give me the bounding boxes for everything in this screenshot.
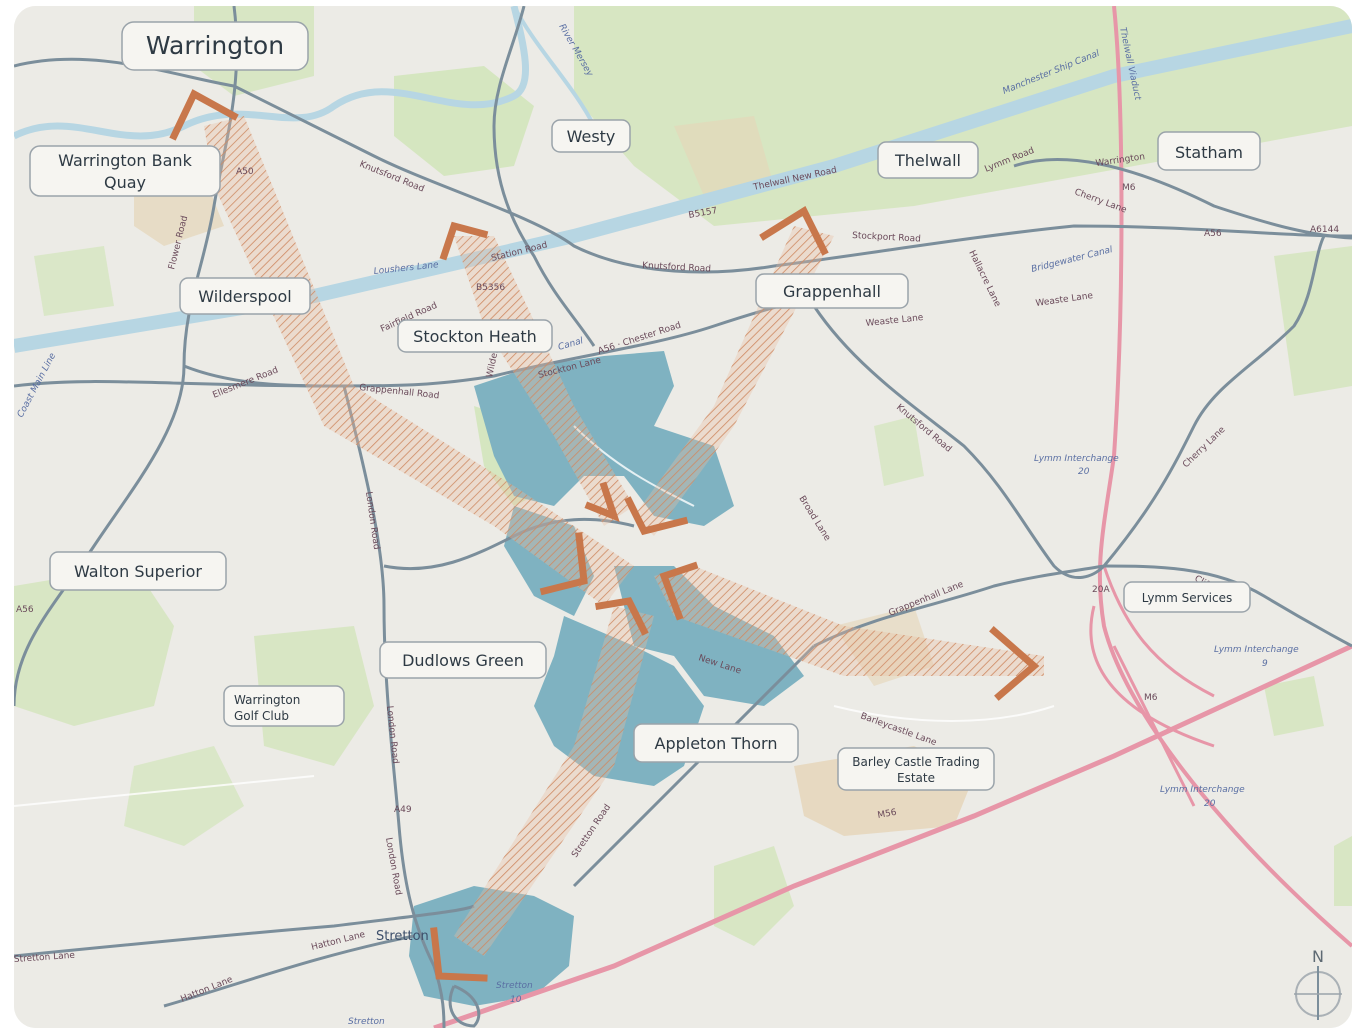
place-label-statham[interactable]: Statham <box>1157 131 1261 171</box>
place-label-grappenhall[interactable]: Grappenhall <box>755 273 909 309</box>
svg-text:Warrington Bank: Warrington Bank <box>58 151 192 170</box>
chevron-center-2-icon <box>624 496 689 536</box>
svg-text:Stockton Heath: Stockton Heath <box>413 327 537 346</box>
place-label-barley-castle[interactable]: Barley Castle Trading Estate <box>837 747 995 791</box>
chevron-east-icon <box>989 626 1040 701</box>
place-label-wilderspool[interactable]: Wilderspool <box>179 277 311 315</box>
svg-text:Golf Club: Golf Club <box>234 709 289 723</box>
place-label-dudlows-green[interactable]: Dudlows Green <box>379 641 547 679</box>
road-label-lymm-j20-bot-num: 20 <box>1204 799 1216 809</box>
road-label-knutsford-road-mid: Knutsford Road <box>642 261 711 275</box>
road-label-a50: A50 <box>236 167 254 177</box>
svg-text:Appleton Thorn: Appleton Thorn <box>655 734 778 753</box>
place-label-appleton-thorn[interactable]: Appleton Thorn <box>633 723 799 763</box>
place-label-westy[interactable]: Westy <box>551 119 631 153</box>
motorways <box>433 6 1352 1028</box>
place-label-thelwall[interactable]: Thelwall <box>877 141 979 179</box>
chevron-south-icon <box>430 927 488 982</box>
road-label-b5157: B5157 <box>688 206 718 221</box>
place-label-warrington-bank-quay[interactable]: Warrington Bank Quay <box>29 145 221 197</box>
road-label-stockport-road: Stockport Road <box>852 231 921 245</box>
chevron-center-4-icon <box>659 561 699 621</box>
place-label-stockton-heath[interactable]: Stockton Heath <box>397 319 553 353</box>
road-label-a56-east: A56 <box>1204 229 1222 239</box>
compass-icon: N <box>1294 947 1342 1020</box>
chevron-north-west-icon <box>169 89 239 141</box>
svg-text:Lymm Services: Lymm Services <box>1142 591 1232 605</box>
road-label-lymm-j20-top-num: 20 <box>1078 467 1090 477</box>
svg-text:Thelwall: Thelwall <box>894 151 961 170</box>
svg-text:Grappenhall: Grappenhall <box>783 282 881 301</box>
road-label-m6-top: M6 <box>1122 183 1136 193</box>
road-label-lymm-j20-top: Lymm Interchange <box>1034 454 1119 464</box>
svg-text:Barley Castle Trading: Barley Castle Trading <box>852 755 979 769</box>
chevron-center-3-icon <box>539 532 588 596</box>
road-label-stretton-10-num: 10 <box>510 995 522 1005</box>
road-label-a49: A49 <box>394 805 412 815</box>
svg-text:Dudlows Green: Dudlows Green <box>402 651 524 670</box>
road-label-lymm-j9: Lymm Interchange <box>1214 645 1299 655</box>
place-label-walton-superior[interactable]: Walton Superior <box>49 551 227 591</box>
road-label-stretton-bottom: Stretton <box>348 1017 385 1027</box>
road-label-j20a: 20A <box>1092 585 1110 595</box>
road-label-lymm-j20-bot: Lymm Interchange <box>1160 785 1245 795</box>
place-label-warrington[interactable]: Warrington <box>121 21 309 71</box>
place-label-lymm-services[interactable]: Lymm Services <box>1123 581 1251 613</box>
road-label-stretton: Stretton <box>376 929 429 944</box>
road-label-a56-west: A56 <box>16 605 34 615</box>
chevron-grappenhall-icon <box>759 205 829 256</box>
chevron-center-5-icon <box>594 597 649 636</box>
svg-text:Warrington: Warrington <box>234 693 300 707</box>
svg-text:Wilderspool: Wilderspool <box>198 287 291 306</box>
svg-text:Walton Superior: Walton Superior <box>74 562 202 581</box>
svg-text:Statham: Statham <box>1175 143 1243 162</box>
svg-text:Quay: Quay <box>104 173 146 192</box>
direction-chevrons <box>169 89 1040 982</box>
map-frame: Manchester Ship Canal River Mersey Thelw… <box>14 6 1352 1028</box>
road-label-b5356: B5356 <box>476 283 505 293</box>
site-map[interactable]: Manchester Ship Canal River Mersey Thelw… <box>14 6 1352 1028</box>
road-label-a6144: A6144 <box>1310 225 1339 235</box>
svg-text:Warrington: Warrington <box>146 31 284 60</box>
road-label-m56: M56 <box>877 808 898 821</box>
chevron-center-1-icon <box>584 481 620 523</box>
place-label-warrington-golf-club[interactable]: Warrington Golf Club <box>223 685 345 727</box>
road-label-stretton-lane-bottom: Stretton Lane <box>14 951 76 965</box>
road-label-stretton-10: Stretton <box>496 981 533 991</box>
svg-text:Estate: Estate <box>897 771 935 785</box>
road-label-lymm-j9-num: 9 <box>1262 659 1268 669</box>
road-label-m6-mid: M6 <box>1144 693 1158 703</box>
chevron-stockton-icon <box>439 221 489 261</box>
place-labels: Warrington Warrington Bank Quay Westy Th… <box>29 21 1261 791</box>
svg-text:Westy: Westy <box>567 127 616 146</box>
compass-label: N <box>1312 947 1324 966</box>
